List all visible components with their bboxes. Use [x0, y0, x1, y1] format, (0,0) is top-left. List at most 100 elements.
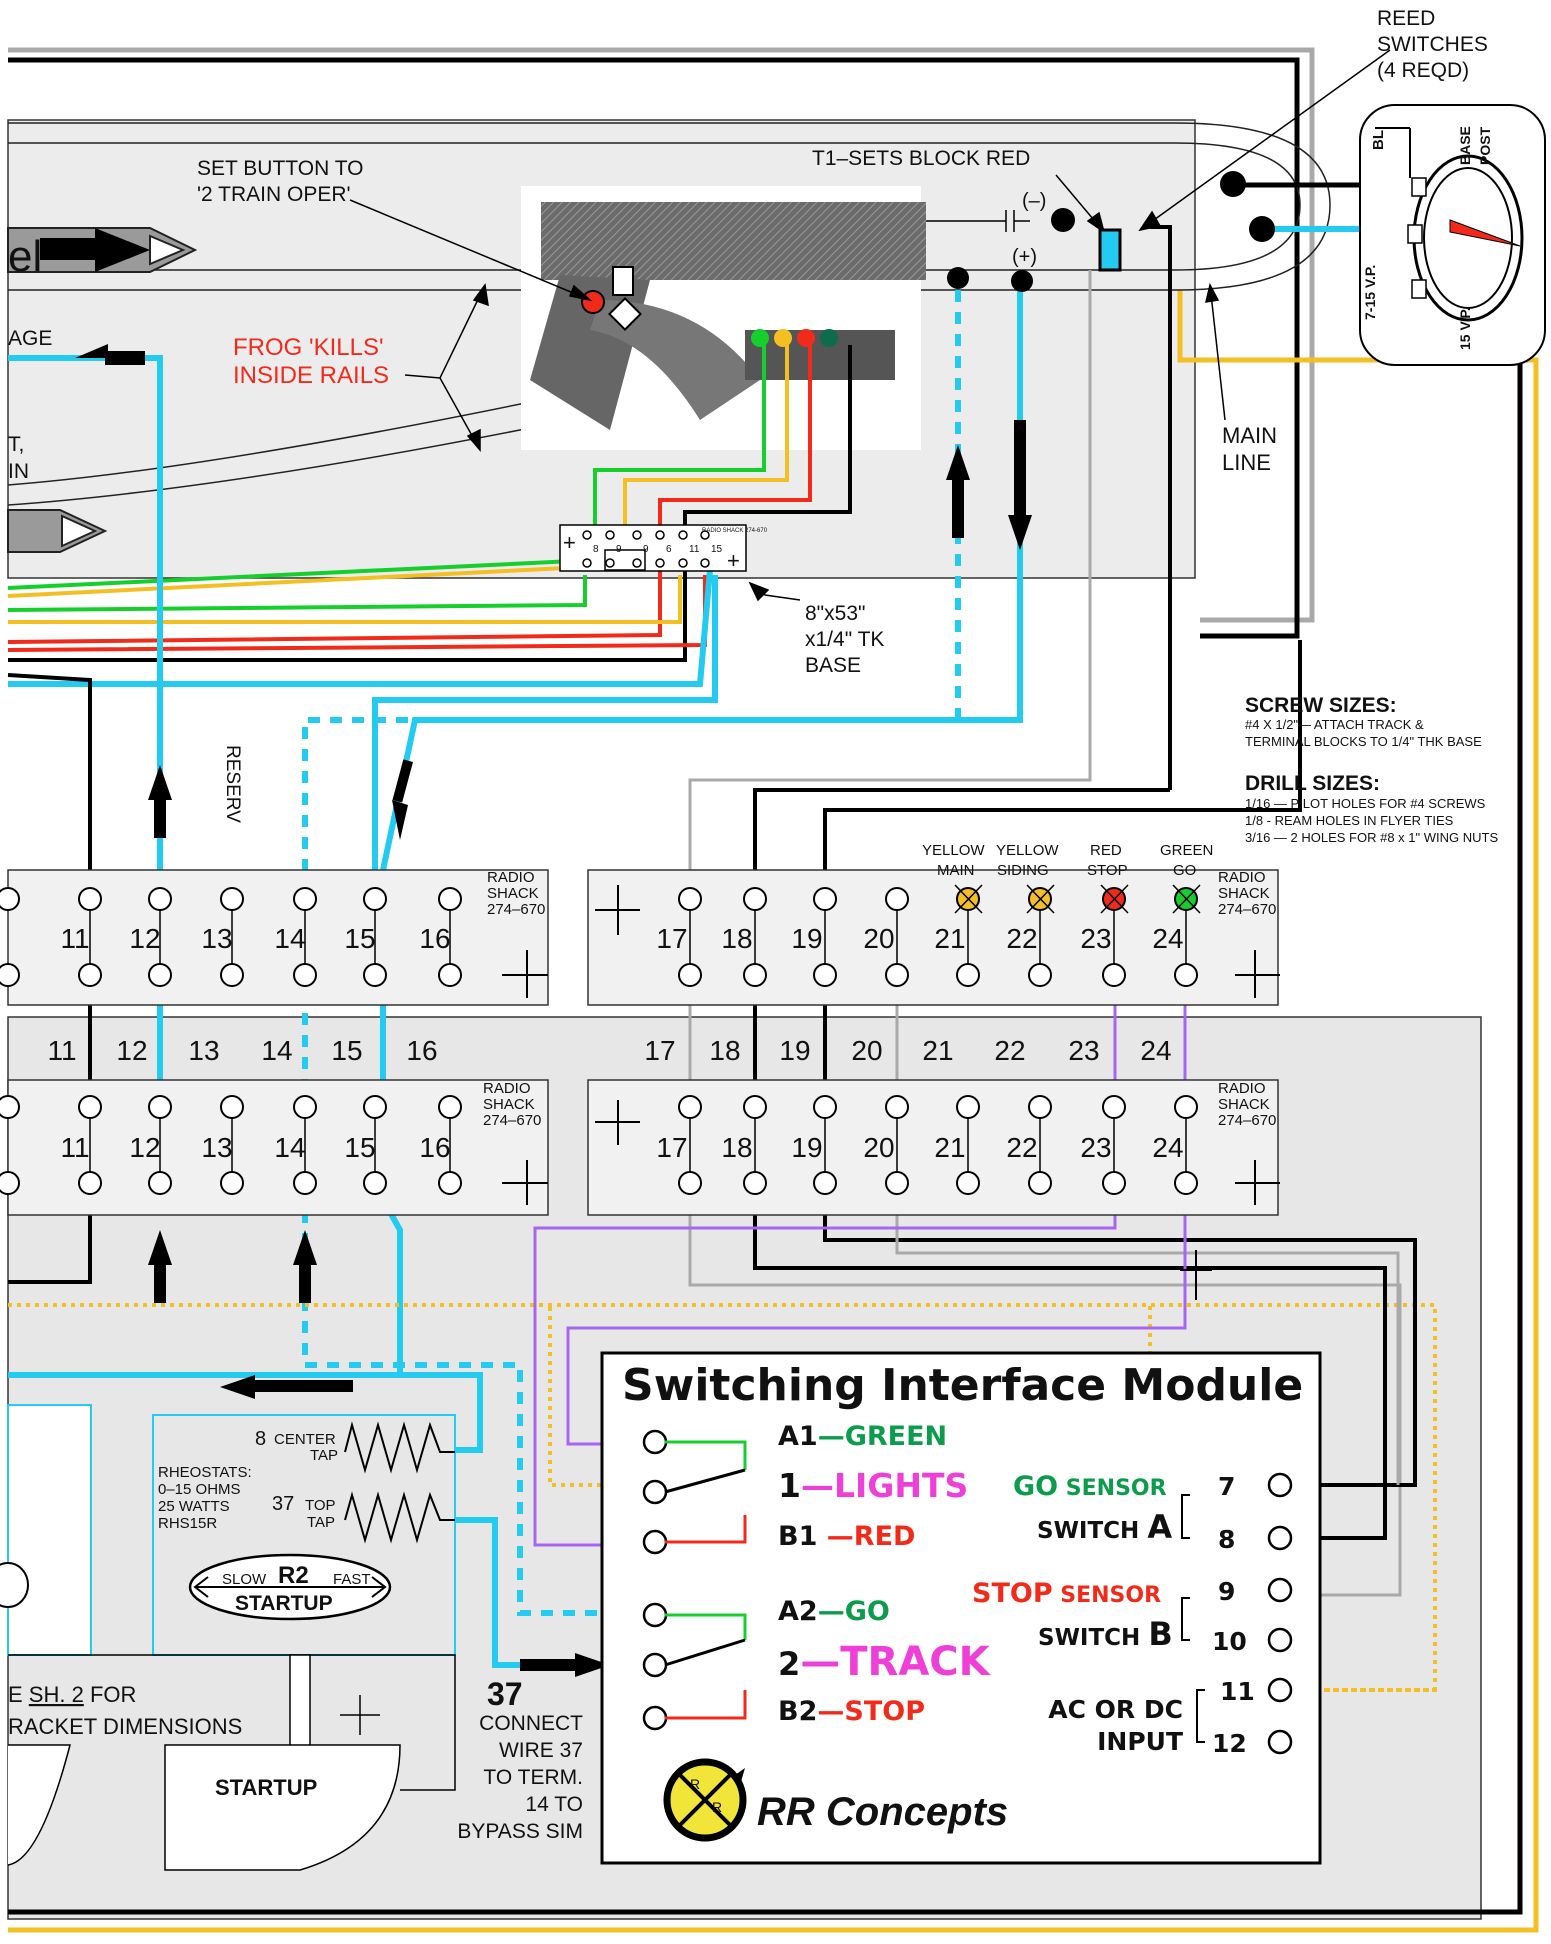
terminal-screw	[363, 1095, 387, 1119]
wire-arrows	[75, 344, 1032, 1677]
terminal-screw	[220, 887, 244, 911]
wire37-line-4: 14 TO	[525, 1793, 583, 1816]
terminal-screw	[0, 887, 20, 911]
terminal-number: 16	[419, 923, 450, 954]
rheostat-tap: TAP	[310, 1447, 338, 1464]
rheostat-tap2: TAP	[307, 1514, 335, 1531]
terminal-screw	[148, 887, 172, 911]
terminal-number: 21	[934, 1132, 965, 1163]
terminal-number: 17	[656, 923, 687, 954]
terminal-number: 11	[60, 923, 89, 954]
main-line-label-1: MAIN	[1222, 423, 1277, 448]
rheostat-r2: R2	[278, 1562, 309, 1589]
base-label-3: BASE	[805, 654, 861, 677]
radio-shack-2c: 274–670	[1218, 901, 1276, 918]
terminal-screw	[0, 963, 20, 987]
sim-lights: 1—LIGHTS	[778, 1466, 968, 1505]
terminal-number: 24	[1140, 1035, 1171, 1066]
terminal-screw	[813, 1171, 837, 1195]
terminal-block-upper-right	[587, 869, 1279, 1006]
terminal-screw	[1102, 1095, 1126, 1119]
terminal-number: 14	[274, 1132, 305, 1163]
screw-sizes-title: SCREW SIZES:	[1245, 694, 1397, 717]
terminal-number: 12	[129, 923, 160, 954]
terminal-screw	[438, 887, 462, 911]
terminal-number: 12	[116, 1035, 147, 1066]
strip-screw	[582, 530, 592, 540]
drill-line-1: 1/16 — PILOT HOLES FOR #4 SCREWS	[1245, 796, 1486, 811]
header-24b: GO	[1173, 862, 1196, 879]
header-22b: SIDING	[997, 862, 1049, 879]
strip-number: 9	[643, 544, 649, 555]
sim-a2: A2—GO	[778, 1596, 890, 1627]
terminal-number: 18	[721, 1132, 752, 1163]
plus-marks	[502, 885, 1280, 1205]
terminal-number: 22	[1006, 1132, 1037, 1163]
frog-label-1: FROG 'KILLS'	[233, 334, 384, 361]
base-label-1: 8"x53"	[805, 602, 865, 625]
switch-b: SWITCH B	[1038, 1615, 1173, 1653]
terminal-screw	[78, 963, 102, 987]
strip-screw	[700, 530, 710, 540]
terminal-screw	[148, 1171, 172, 1195]
terminal-screw	[293, 887, 317, 911]
svg-text:+: +	[727, 548, 740, 573]
ac-dc-label-2: INPUT	[1097, 1727, 1183, 1756]
sim-b2: B2—STOP	[778, 1696, 925, 1727]
wire37-line-3: TO TERM.	[483, 1766, 583, 1789]
terminal-number: 23	[1068, 1035, 1099, 1066]
radio-shack-3b: SHACK	[483, 1096, 535, 1113]
strip-number: 8	[593, 544, 599, 555]
terminal-number: 15	[344, 923, 375, 954]
header-21b: MAIN	[937, 862, 975, 879]
sim-term-10: 10	[1212, 1627, 1247, 1656]
lower-loco	[7, 509, 108, 553]
strip-screw	[678, 530, 688, 540]
strip-screw	[605, 558, 615, 568]
strip-screw	[655, 558, 665, 568]
terminal-number: 18	[721, 923, 752, 954]
terminal-number: 22	[994, 1035, 1025, 1066]
terminal-screw	[678, 1095, 702, 1119]
terminal-number: 22	[1006, 923, 1037, 954]
strip-number: 9	[616, 544, 622, 555]
terminal-number: 17	[644, 1035, 675, 1066]
terminal-number: 21	[934, 923, 965, 954]
terminal-number: 14	[261, 1035, 292, 1066]
wire37-line-5: BYPASS SIM	[457, 1820, 583, 1843]
svg-text:+: +	[563, 530, 576, 555]
bracket-outline	[7, 1654, 456, 1871]
terminal-number: 13	[201, 1132, 232, 1163]
rheostat-l2: 0–15 OHMS	[158, 1481, 241, 1498]
wire37-line-2: WIRE 37	[499, 1739, 583, 1762]
rheostat-top: TOP	[305, 1497, 336, 1514]
terminal-screw	[956, 1095, 980, 1119]
terminal-screw	[293, 963, 317, 987]
terminal-number: 24	[1152, 1132, 1183, 1163]
strip-screw	[655, 530, 665, 540]
terminal-screw	[1102, 1171, 1126, 1195]
terminal-number: 14	[274, 923, 305, 954]
terminal-screw	[78, 1095, 102, 1119]
strip-screw	[632, 558, 642, 568]
terminal-number: 23	[1080, 923, 1111, 954]
terminal-screw	[363, 963, 387, 987]
terminal-number: 13	[201, 923, 232, 954]
strip-number: 6	[666, 544, 672, 555]
terminal-screw	[743, 887, 767, 911]
terminal-screw	[1028, 963, 1052, 987]
rheostat-startup: STARTUP	[235, 1592, 333, 1615]
terminal-screw	[956, 1171, 980, 1195]
see-sheet-note: E SH. 2 FOR	[8, 1682, 136, 1707]
sim-title: Switching Interface Module	[622, 1360, 1303, 1411]
radio-shack-2b: SHACK	[1218, 885, 1270, 902]
ac-dc-label-1: AC OR DC	[1048, 1695, 1183, 1724]
strip-screw	[700, 558, 710, 568]
loco-label-fragment: el	[8, 232, 42, 281]
terminal-number: 18	[709, 1035, 740, 1066]
terminal-screw	[743, 963, 767, 987]
strip-number: 11	[689, 544, 700, 555]
terminal-screw	[1174, 963, 1198, 987]
terminal-number: 19	[791, 923, 822, 954]
